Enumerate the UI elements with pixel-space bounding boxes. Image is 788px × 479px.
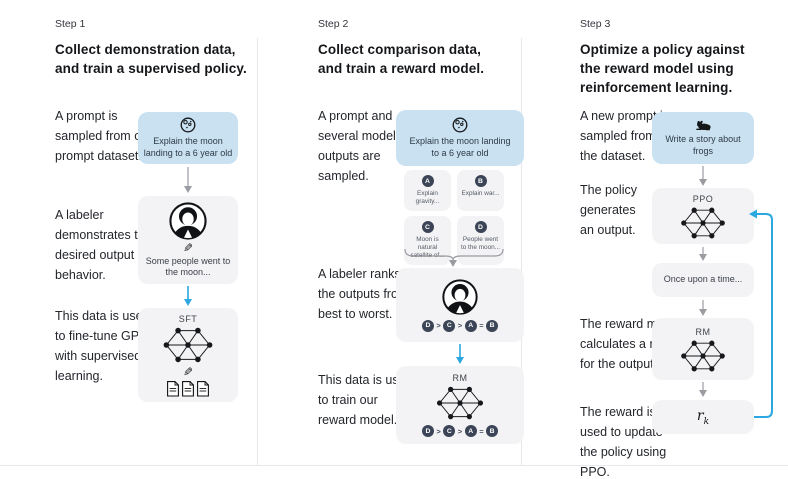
bottom-border [0,465,788,466]
caption: The policy generates an output. [580,183,637,237]
model-label: RM [452,373,468,383]
output-letter: B [474,175,487,187]
prompt-text: Explain the moon landing to a 6 year old [409,136,511,158]
output-b: B Explain war... [457,170,504,211]
output-c: C Moon is natural satellite of... [404,216,451,265]
rank-item: C [443,425,456,437]
labeler-demo-box: ✎ Some people went to the moon... [138,196,238,284]
moon-icon [452,117,468,133]
network-icon [681,340,725,371]
flow-arrow-icon [699,166,707,186]
caption: This data is used to fine-tune GPT-3 wit… [55,309,158,383]
rank-item: C [443,319,456,332]
flow-arrow-icon [699,382,707,397]
rank-item: B [486,319,499,332]
column-divider [257,38,258,466]
caption: The reward is used to update the policy … [580,405,667,479]
moon-icon [180,117,196,133]
network-icon [436,386,484,420]
model-outputs-grid: A Explain gravity... B Explain war... C … [404,170,504,265]
prompt-box: Write a story about frogs [652,112,754,164]
output-letter: D [474,221,487,233]
labeler-ranking-box: D > C > A = B [396,268,524,342]
prompt-box: Explain the moon landing to a 6 year old [138,112,238,164]
caption: A labeler ranks the outputs from best to… [318,267,409,321]
labeler-avatar-icon [442,278,478,315]
policy-output-text: Once upon a time... [663,274,743,285]
reward-model-box: RM [652,318,754,380]
rank-separator: > [457,426,463,436]
output-d: D People went to the moon... [457,216,504,265]
frog-icon [696,120,711,131]
flow-arrow-icon [184,167,192,193]
rank-item: D [421,319,434,332]
rank-separator: > [436,426,441,436]
output-text: Explain war... [461,190,500,197]
pencil-icon: ✎ [182,240,194,255]
feedback-loop-arrow-icon [749,209,773,418]
step-label-3: Step 3 [580,18,611,30]
rank-separator: > [436,321,441,330]
rank-item: A [464,319,477,332]
output-text: Explain gravity... [415,190,440,205]
model-label: PPO [692,193,714,204]
pencil-icon: ✎ [182,364,194,379]
reward-symbol: rk [696,407,710,427]
caption: A prompt and several model outputs are s… [318,109,396,183]
step-heading-2: Collect comparison data, and train a rew… [318,42,485,76]
policy-output-box: Once upon a time... [652,263,754,297]
caption: A prompt is sampled from our prompt data… [55,109,153,163]
prompt-box: Explain the moon landing to a 6 year old [396,110,524,166]
caption: A labeler demonstrates the desired outpu… [55,208,152,282]
network-icon [163,327,213,362]
output-letter: C [421,221,434,233]
rank-item: A [464,425,477,437]
brace-arrow-icon [404,249,504,267]
flow-arrow-icon [699,247,707,261]
ppo-policy-box: PPO [652,188,754,244]
caption: This data is used to train our reward mo… [318,373,413,427]
rank-separator: = [479,321,484,330]
labeler-output-text: Some people went to the moon... [145,255,231,278]
network-icon [681,207,725,238]
prompt-text: Explain the moon landing to a 6 year old [143,136,233,158]
reward-model-box: RM D > C > A = B [396,366,524,444]
output-letter: A [421,175,434,187]
step-heading-1: Collect demonstration data, and train a … [55,42,247,76]
column-divider [521,38,522,466]
flow-arrow-icon [699,300,707,316]
sft-model-box: SFT ✎ [138,308,238,402]
step-heading-3: Optimize a policy against the reward mod… [580,42,745,95]
rank-separator: = [479,426,484,436]
labeler-avatar-icon [169,201,207,240]
output-text: People went to the moon... [460,236,501,251]
model-label: SFT [178,313,198,324]
flow-arrow-blue-icon [456,344,464,364]
model-label: RM [695,326,711,337]
caption: A new prompt is sampled from the dataset… [580,109,669,163]
rank-item: D [421,425,434,437]
flow-arrow-blue-icon [184,286,192,306]
documents-icon [167,380,209,397]
step-label-1: Step 1 [55,18,86,30]
prompt-text: Write a story about frogs [665,134,741,156]
step-label-2: Step 2 [318,18,349,30]
rank-separator: > [457,321,463,330]
ranking: D > C > A = B [421,319,499,332]
ranking: D > C > A = B [421,425,499,437]
reward-value-box: rk [652,400,754,434]
rank-item: B [486,425,499,437]
output-a: A Explain gravity... [404,170,451,211]
